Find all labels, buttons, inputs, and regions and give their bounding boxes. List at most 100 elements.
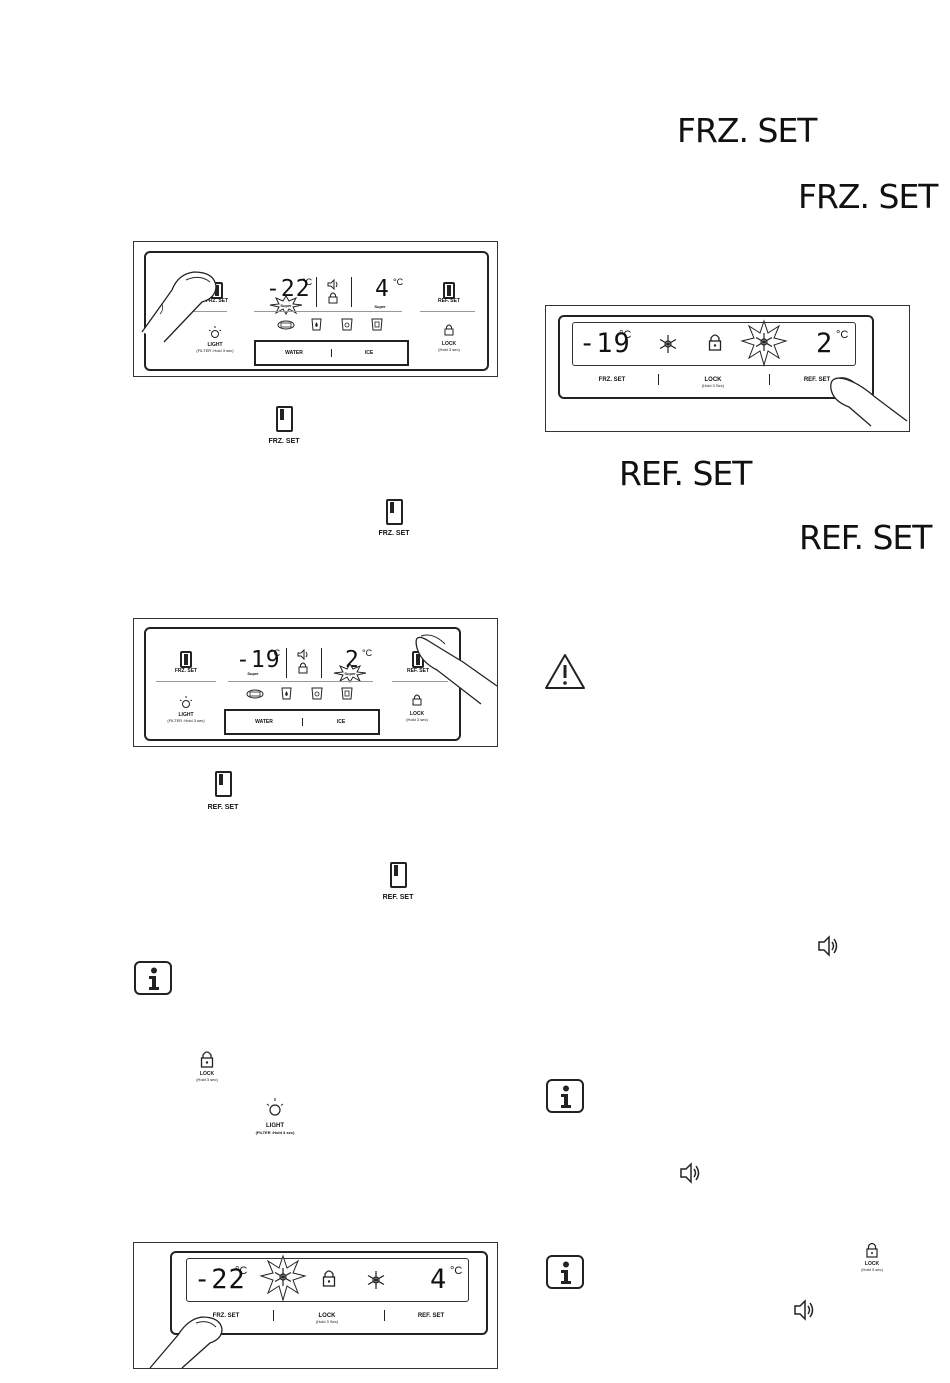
lock-icon[interactable] — [412, 694, 422, 706]
fridge-temp-display: 2 — [816, 328, 834, 359]
light-label: LIGHT — [178, 712, 194, 718]
ref-set-label: REF. SET — [407, 668, 429, 674]
lock-icon — [866, 1242, 878, 1258]
lock-icon — [328, 292, 338, 304]
fridge-unit: °C — [362, 648, 373, 658]
sound-icon — [818, 935, 838, 957]
separator — [769, 374, 770, 385]
divider — [420, 311, 475, 312]
fridge-temp-display: 4 — [375, 276, 390, 302]
separator — [658, 374, 659, 385]
separator — [273, 1310, 274, 1321]
sound-icon — [794, 1299, 814, 1321]
separator — [351, 277, 352, 307]
freezer-unit: °C — [302, 277, 313, 287]
panel-frame — [144, 251, 489, 371]
lock-sub-label: (Hold 3 sec) — [406, 717, 428, 722]
ref-set-label: REF. SET — [438, 298, 460, 304]
lock-icon — [708, 334, 722, 351]
panel-frame — [170, 1251, 488, 1335]
light-bulb-icon — [266, 1098, 284, 1116]
filter-icon — [246, 689, 264, 699]
super-label: Super — [280, 303, 292, 308]
ref-set-inline-icon — [215, 771, 232, 797]
lock-inline-sub-label: (Hold 3 sec) — [196, 1077, 218, 1082]
fridge-unit: °C — [836, 329, 849, 341]
light-label: LIGHT — [207, 342, 223, 348]
control-panel-figure-1: FRZ. SET -22 °C Super 4 °C Super REF. SE… — [133, 241, 498, 377]
separator — [331, 349, 332, 357]
sound-icon — [297, 648, 308, 661]
lock-icon — [200, 1051, 214, 1068]
frz-set-inline-icon — [386, 499, 403, 525]
display-window — [186, 1258, 469, 1302]
dispenser-selector[interactable] — [224, 709, 380, 735]
frz-set-button[interactable]: FRZ. SET — [212, 1313, 240, 1319]
info-icon — [134, 961, 172, 995]
frz-set-inline-icon — [276, 406, 293, 432]
water-button[interactable]: WATER — [285, 350, 303, 356]
light-bulb-icon[interactable] — [179, 696, 193, 710]
lock-label: LOCK — [409, 711, 425, 717]
cubed-ice-icon — [341, 687, 353, 700]
separator — [286, 648, 287, 678]
warning-icon — [545, 654, 585, 689]
light-bulb-icon[interactable] — [208, 326, 222, 340]
ref-set-button[interactable]: REF. SET — [803, 377, 831, 383]
light-inline-sub-label: (FILTER :Hold 3 sec) — [255, 1130, 295, 1135]
filter-icon — [277, 320, 295, 330]
separator — [321, 648, 322, 678]
water-cup-icon — [281, 687, 292, 700]
super-starburst-icon — [259, 1254, 307, 1302]
fridge-unit: °C — [450, 1265, 463, 1277]
display-window — [572, 322, 856, 366]
lock-sub-label: (Hold 3 Sec) — [701, 383, 725, 388]
ref-set-button-icon[interactable] — [443, 282, 455, 299]
lock-inline-label: LOCK — [864, 1261, 880, 1267]
crushed-ice-icon — [341, 318, 353, 331]
frz-set-inline-label: FRZ. SET — [378, 530, 410, 537]
sound-icon — [327, 278, 338, 291]
ice-button[interactable]: ICE — [364, 350, 374, 356]
info-icon — [546, 1255, 584, 1289]
lock-button[interactable]: LOCK — [318, 1313, 336, 1319]
divider — [156, 681, 216, 682]
lock-sub-label: (Hold 3 Sec) — [315, 1319, 339, 1324]
ref-set-inline-icon — [390, 862, 407, 888]
ref-super-label: Super — [374, 304, 386, 309]
freezer-temp-display: -22 — [194, 1264, 246, 1295]
crushed-ice-icon — [311, 687, 323, 700]
super-starburst-icon — [740, 319, 788, 367]
frz-set-button[interactable]: FRZ. SET — [598, 377, 626, 383]
lock-button[interactable]: LOCK — [704, 377, 722, 383]
frz-set-button-icon[interactable] — [180, 651, 192, 668]
heading-frz-set-1: FRZ. SET — [677, 111, 817, 150]
heading-ref-set-1: REF. SET — [619, 454, 752, 493]
ice-button[interactable]: ICE — [336, 719, 346, 725]
finger-pressing-icon — [830, 377, 908, 427]
ref-set-button[interactable]: REF. SET — [417, 1313, 445, 1319]
freezer-temp-display: -19 — [236, 647, 281, 673]
heading-ref-set-2: REF. SET — [799, 518, 932, 557]
ref-set-inline-label: REF. SET — [207, 804, 239, 811]
freezer-temp-display: -19 — [579, 328, 631, 359]
lock-inline-label: LOCK — [199, 1071, 215, 1077]
divider — [254, 311, 402, 312]
divider — [392, 681, 448, 682]
ref-set-inline-label: REF. SET — [382, 894, 414, 901]
water-button[interactable]: WATER — [255, 719, 273, 725]
lock-icon[interactable] — [444, 324, 454, 336]
snowflake-icon — [367, 1271, 385, 1289]
info-icon — [546, 1079, 584, 1113]
sound-icon — [680, 1162, 700, 1184]
cubed-ice-icon — [371, 318, 383, 331]
dispenser-selector[interactable] — [254, 340, 409, 366]
super-label: Super — [247, 671, 259, 676]
lock-inline-sub-label: (Hold 3 sec) — [861, 1267, 883, 1272]
lock-icon — [322, 1270, 336, 1287]
freezer-temp-display: -22 — [266, 276, 311, 302]
separator — [384, 1310, 385, 1321]
freezer-unit: °C — [235, 1265, 248, 1277]
separator — [316, 277, 317, 307]
freezer-unit: °C — [619, 329, 632, 341]
